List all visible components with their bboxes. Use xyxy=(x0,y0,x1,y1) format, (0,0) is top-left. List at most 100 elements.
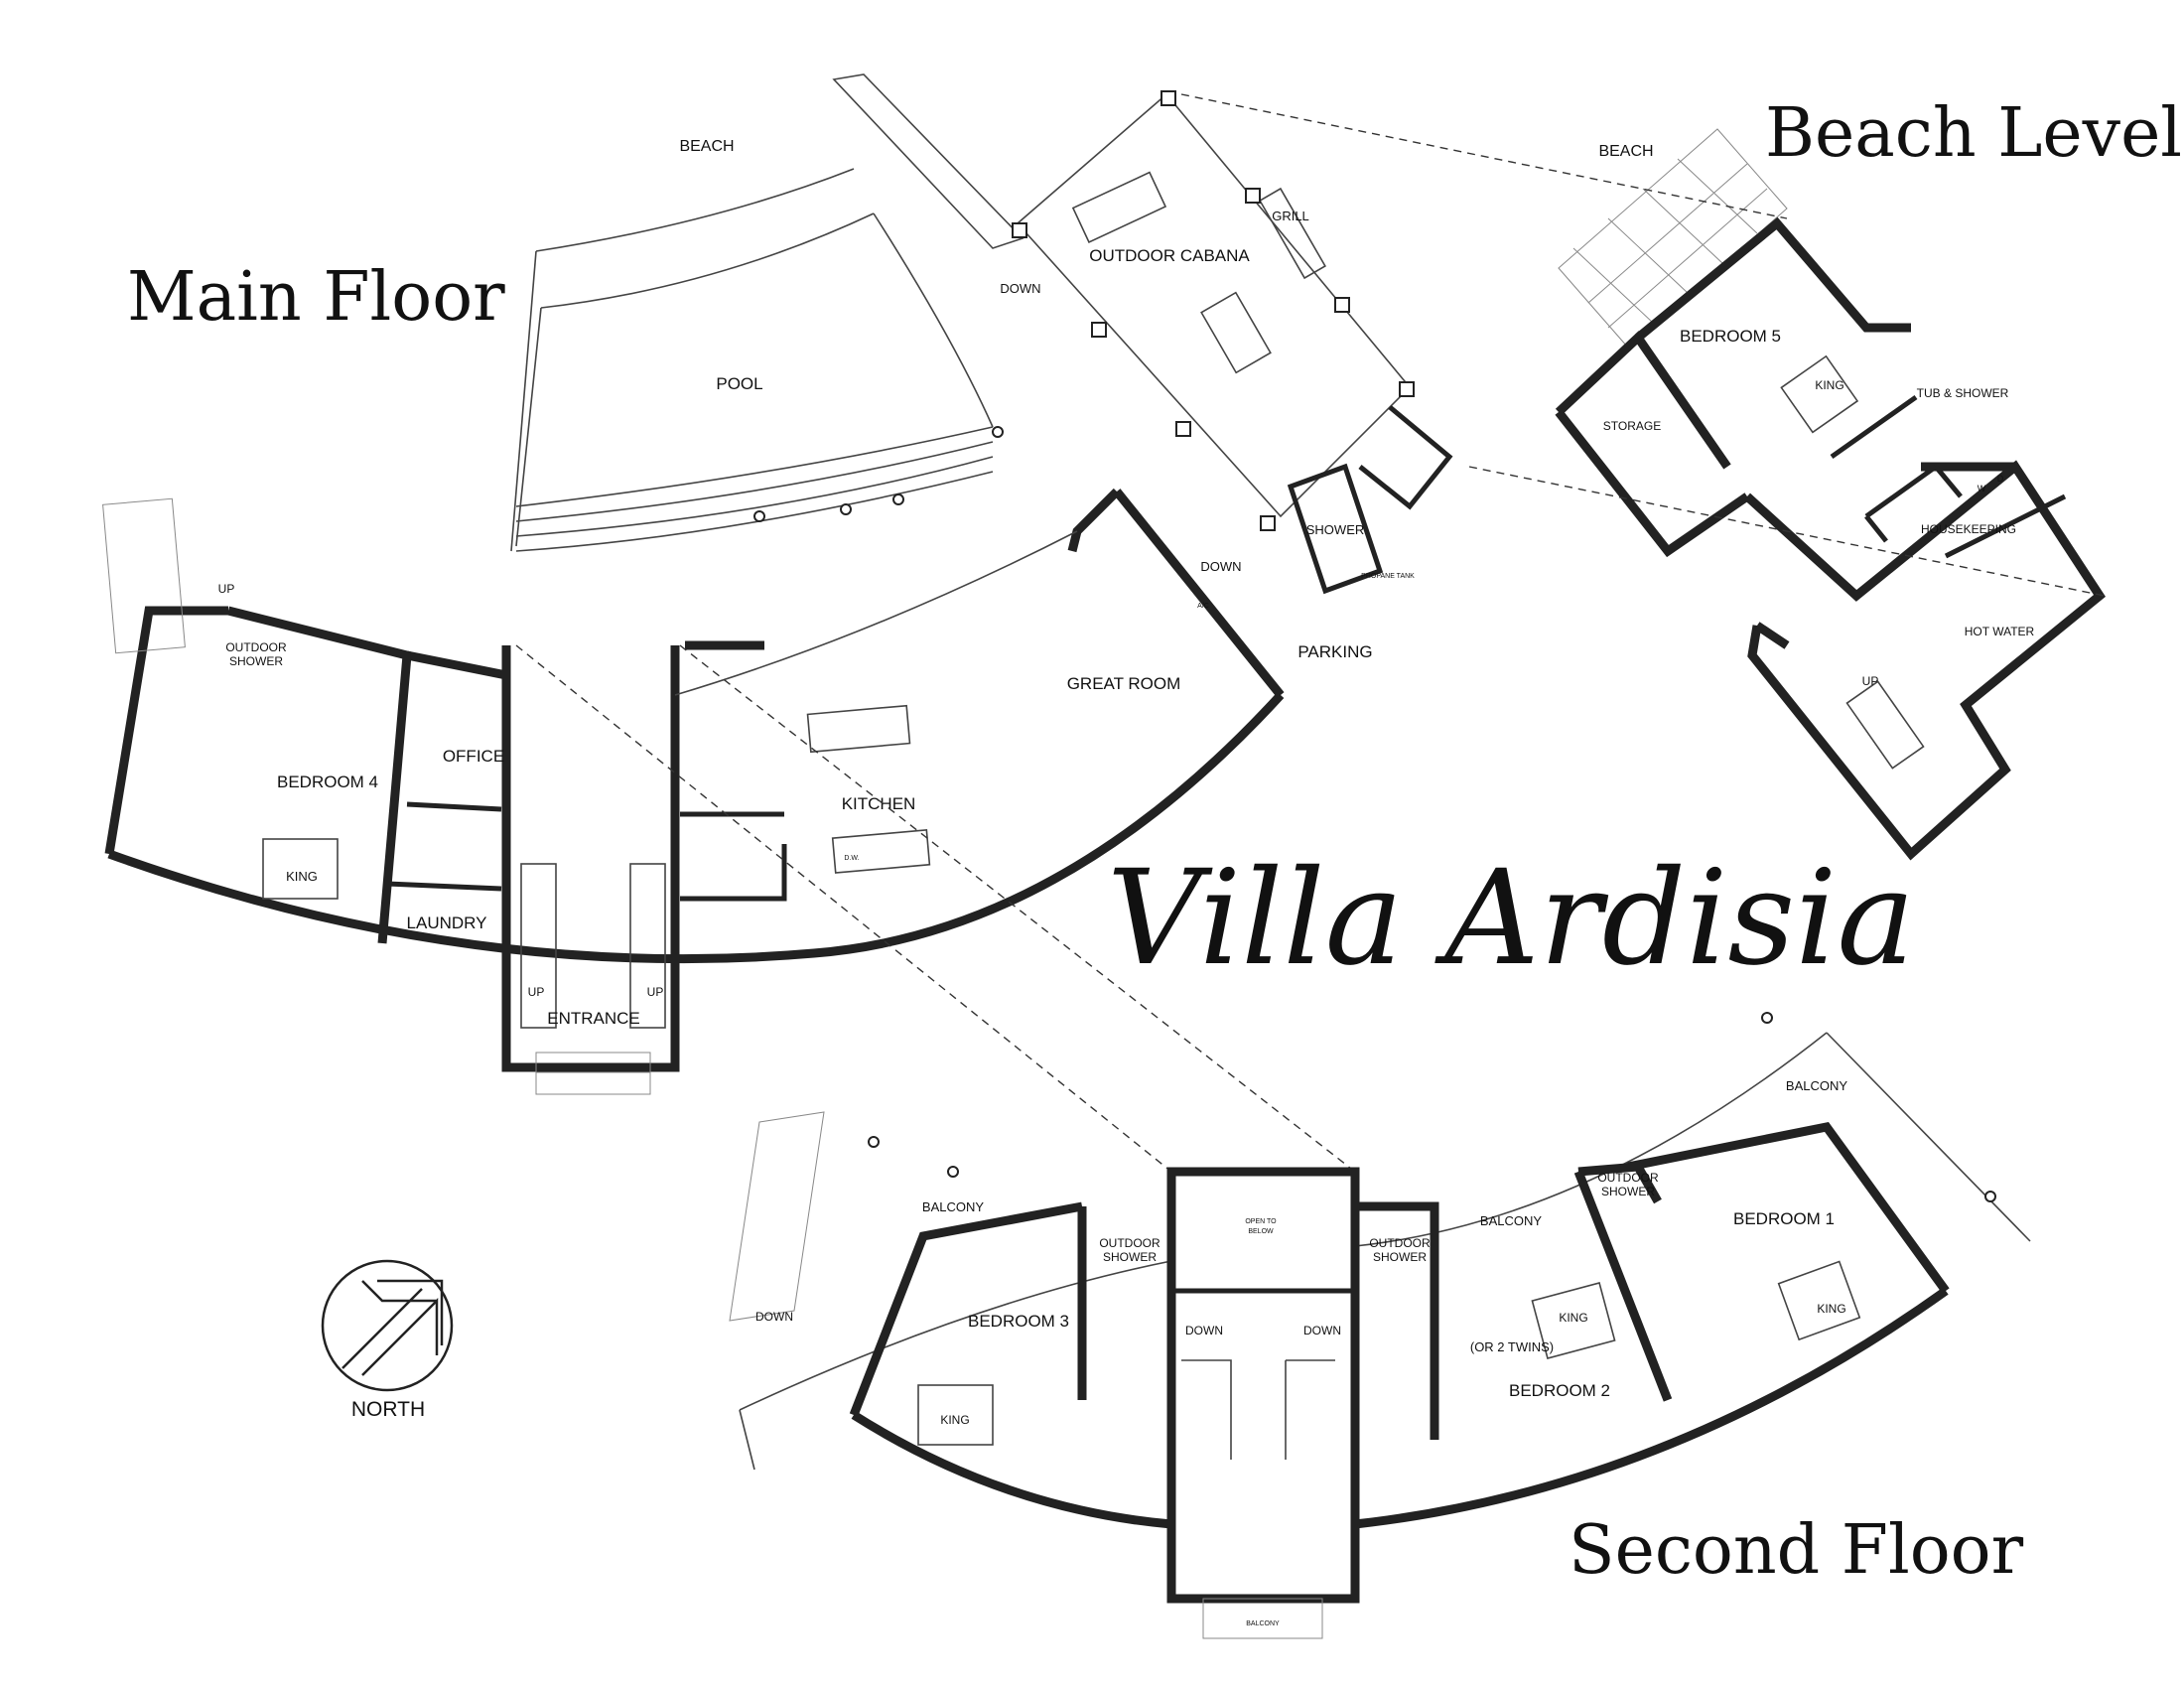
great-room-east-wall xyxy=(1113,489,1285,698)
outdoor-shower-label-1: OUTDOOR xyxy=(225,640,287,654)
down-label-center-2: DOWN xyxy=(1303,1324,1341,1337)
bedroom1-bed xyxy=(1777,1260,1861,1341)
kitchen-label: KITCHEN xyxy=(842,794,916,813)
open-to-below-label-1: OPEN TO xyxy=(1245,1218,1277,1225)
pool-inner-right xyxy=(873,212,994,428)
pool-deck-edge xyxy=(535,168,855,252)
deck-post xyxy=(753,510,765,522)
propane-tank-label: PROPANE TANK xyxy=(1361,573,1415,580)
pool-steps-4 xyxy=(515,471,994,552)
beach-level-heading: Beach Level xyxy=(1765,94,2182,173)
main-interior-walls xyxy=(386,801,787,902)
great-room-glass xyxy=(674,530,1078,696)
beach-paving-grid xyxy=(1572,158,1768,329)
balcony-right-label: BALCONY xyxy=(1786,1078,1847,1093)
bedroom-4-king-label: KING xyxy=(286,869,318,884)
balcony-left-rail xyxy=(739,1260,1172,1411)
storage-south-wall xyxy=(1555,409,1750,558)
cabana-sofa xyxy=(1071,171,1167,244)
office-label: OFFICE xyxy=(443,747,504,766)
cabana-grill xyxy=(1259,187,1326,280)
entry-porch xyxy=(535,1071,651,1095)
entry-east-wall xyxy=(670,640,764,715)
pool-steps-3 xyxy=(515,456,994,537)
cabana-dining-table xyxy=(1200,291,1272,374)
balcony-right-rail xyxy=(1354,1032,1828,1247)
balcony-left-end xyxy=(739,1409,755,1471)
bedroom-1-label: BEDROOM 1 xyxy=(1733,1209,1835,1228)
pool-edge-left xyxy=(510,250,537,552)
connector-entry-right-to-second xyxy=(679,644,1356,1173)
cabana-post xyxy=(1160,90,1176,106)
balcony-post xyxy=(1761,1012,1773,1024)
down-label-great-room: DOWN xyxy=(1200,559,1241,574)
down-label-center-1: DOWN xyxy=(1185,1324,1223,1337)
up-label-stair-2: UP xyxy=(647,985,664,999)
main-beach-label: BEACH xyxy=(679,138,734,155)
bedroom-1-king-label: KING xyxy=(1817,1302,1845,1316)
bedroom4-west-wall xyxy=(104,606,228,855)
second-floor-left-stair xyxy=(729,1111,825,1322)
housekeeping-walls xyxy=(1830,394,2067,559)
bedroom2-west-wall xyxy=(1355,1201,1439,1440)
outdoor-shower-mid-label-1: OUTDOOR xyxy=(1369,1236,1431,1250)
bedroom-5-label: BEDROOM 5 xyxy=(1680,327,1781,346)
laundry-label: LAUNDRY xyxy=(407,914,487,932)
bedroom-5-king-label: KING xyxy=(1815,378,1843,392)
great-room-north-wall xyxy=(1067,488,1121,553)
shower-label: SHOWER xyxy=(1306,522,1365,537)
cabana-post xyxy=(1091,322,1107,338)
balcony-entry-label: BALCONY xyxy=(1246,1620,1280,1627)
beach-level-plan: BEACH BEDROOM 5 KING TUB & SHOWER STORAG… xyxy=(1555,128,2106,861)
beach-paving xyxy=(1558,128,1788,349)
bedroom3-north-wall xyxy=(849,1201,1083,1417)
cabana-post xyxy=(1334,297,1350,313)
beach-level-east-walls xyxy=(1743,460,2106,861)
bedroom-4-label: BEDROOM 4 xyxy=(277,773,378,791)
kitchen-island xyxy=(831,829,931,874)
bedroom3-bed xyxy=(917,1384,994,1446)
main-floor-plan: BEACH POOL OUTDOOR CABANA GRILL DOWN DOW… xyxy=(102,73,1453,1095)
shower-walls xyxy=(1287,463,1384,595)
hot-water-label: HOT WATER xyxy=(1965,625,2035,638)
dishwasher-label: D.W. xyxy=(844,855,859,862)
north-arrow-icon xyxy=(321,1259,454,1392)
center-stair-hall xyxy=(1166,1167,1360,1604)
bedroom5-bed xyxy=(1780,354,1859,434)
cabana-post xyxy=(1399,381,1415,397)
entry-balcony xyxy=(1202,1598,1323,1639)
second-floor-south-wall-left xyxy=(851,1411,1172,1529)
entrance-label: ENTRANCE xyxy=(547,1009,640,1028)
cabana-post xyxy=(1012,222,1027,238)
tub-shower-label: TUB & SHOWER xyxy=(1917,386,2009,400)
pool-label: POOL xyxy=(716,374,762,393)
stair-down-right xyxy=(1285,1359,1335,1460)
housekeeping-label: HOUSEKEEPING xyxy=(1921,522,2016,536)
balcony-post xyxy=(868,1136,880,1148)
outdoor-shower-left-label-1: OUTDOOR xyxy=(1099,1236,1160,1250)
pool-steps-1 xyxy=(515,426,994,507)
main-exterior-wall-south xyxy=(107,691,1285,964)
outdoor-cabana-outline xyxy=(1016,92,1412,518)
beach-stairs xyxy=(832,73,1024,249)
bedroom1-walls xyxy=(1627,1122,1950,1294)
bedroom-3-label: BEDROOM 3 xyxy=(968,1312,1069,1331)
down-label-cabana: DOWN xyxy=(1000,281,1040,296)
cabana-post xyxy=(1260,515,1276,531)
cabana-bath-walls xyxy=(1358,405,1453,510)
storage-label: STORAGE xyxy=(1603,419,1661,433)
grill-label: GRILL xyxy=(1272,209,1309,223)
outdoor-shower-right-label-2: SHOWER xyxy=(1601,1185,1655,1198)
balcony-post xyxy=(947,1166,959,1178)
connector-cabana-to-beach-level xyxy=(1468,466,2106,597)
outdoor-shower-right-label-1: OUTDOOR xyxy=(1597,1171,1659,1185)
connector-entry-left-to-second xyxy=(515,644,1172,1173)
entry-stair-left xyxy=(520,863,557,1029)
deck-post xyxy=(992,426,1004,438)
outdoor-shower-label-2: SHOWER xyxy=(229,654,283,668)
second-floor-south-wall-right xyxy=(1354,1287,1949,1529)
bedroom-3-king-label: KING xyxy=(940,1413,969,1427)
compass-label: NORTH xyxy=(351,1398,425,1421)
level-connectors xyxy=(515,93,2106,1173)
